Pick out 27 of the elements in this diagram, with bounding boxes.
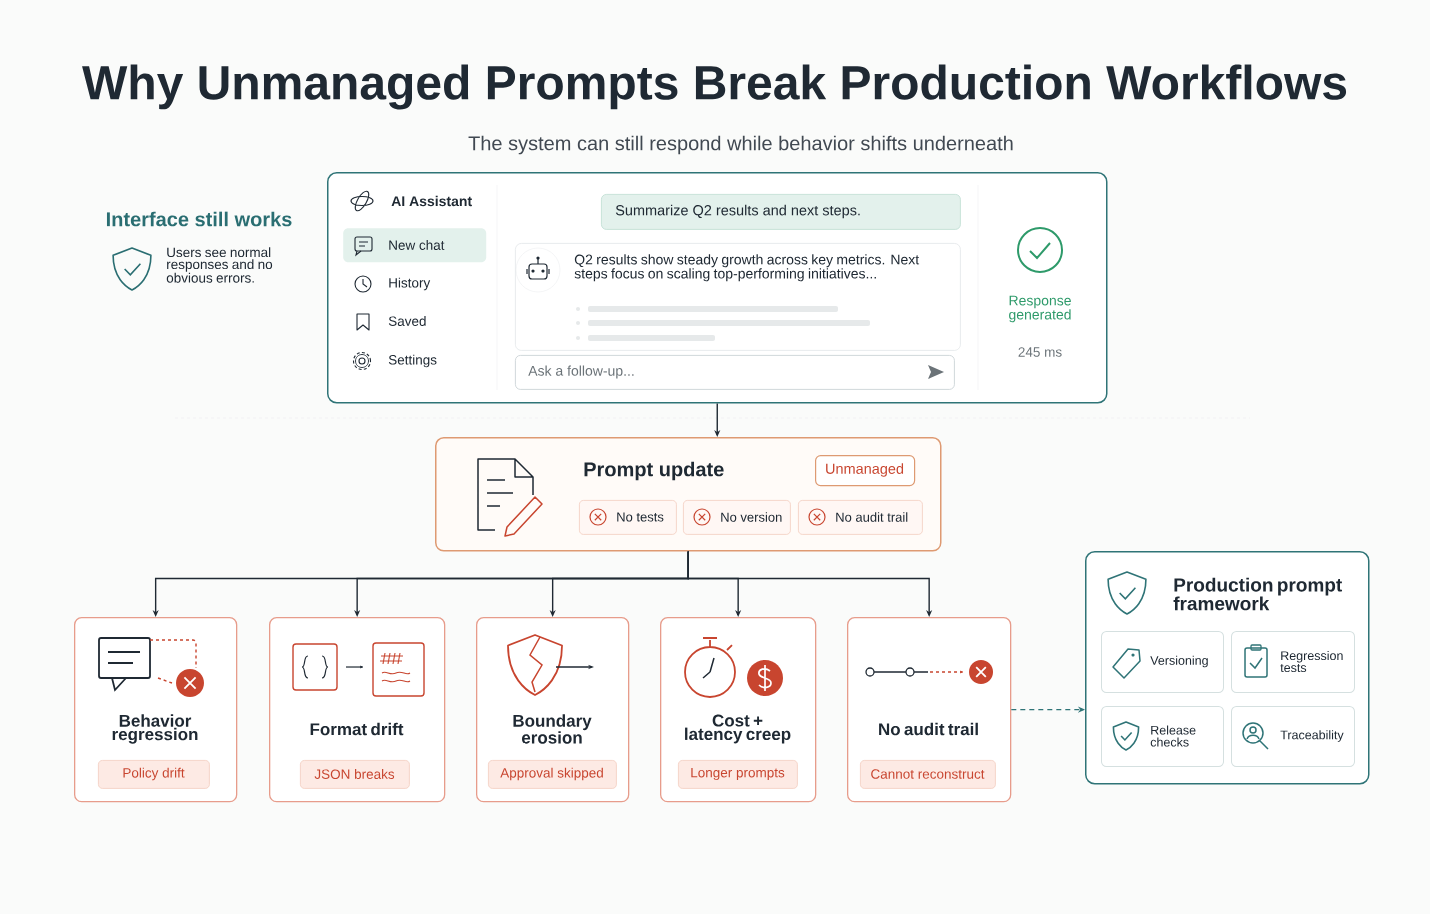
subtitle: The system can still respond while behavior shifts underneath — [468, 135, 1013, 155]
app-name: AI Assistant — [391, 195, 472, 207]
input-field: Ask a follow-up... — [515, 355, 955, 390]
feature-card: Release checks — [1101, 706, 1224, 767]
risk-tag: JSON breaks — [300, 760, 410, 789]
title: Why Unmanaged Prompts Break Production Workflows — [82, 64, 1347, 110]
warning-chip: No audit trail — [798, 500, 923, 535]
latency-text: 245 ms — [1018, 347, 1062, 357]
menu-item: New chat — [343, 228, 487, 263]
menu-item: Settings — [388, 354, 437, 368]
description: Users see normal responses and no obvious errors. — [166, 247, 273, 283]
feature-card: Regression tests — [1231, 631, 1355, 693]
warning-chip: No version — [683, 500, 791, 535]
feature-card: Traceability — [1231, 706, 1355, 767]
risk-tag: Longer prompts — [678, 760, 798, 789]
feature-card: Versioning — [1101, 631, 1224, 693]
risk-tag: Policy drift — [98, 760, 210, 789]
risk-tag: Approval skipped — [488, 760, 617, 789]
section-heading: Interface still works — [106, 211, 292, 227]
arrow — [687, 550, 933, 617]
risk-tag: Cannot reconstruct — [860, 760, 996, 789]
message-bubble: Summarize Q2 results and next steps. — [601, 194, 961, 230]
menu-item: Saved — [388, 316, 426, 326]
menu-item: History — [389, 277, 431, 291]
status-text: Response generated — [1009, 295, 1071, 323]
warning-chip: No tests — [579, 500, 677, 535]
status-tag: Unmanaged — [815, 455, 916, 487]
